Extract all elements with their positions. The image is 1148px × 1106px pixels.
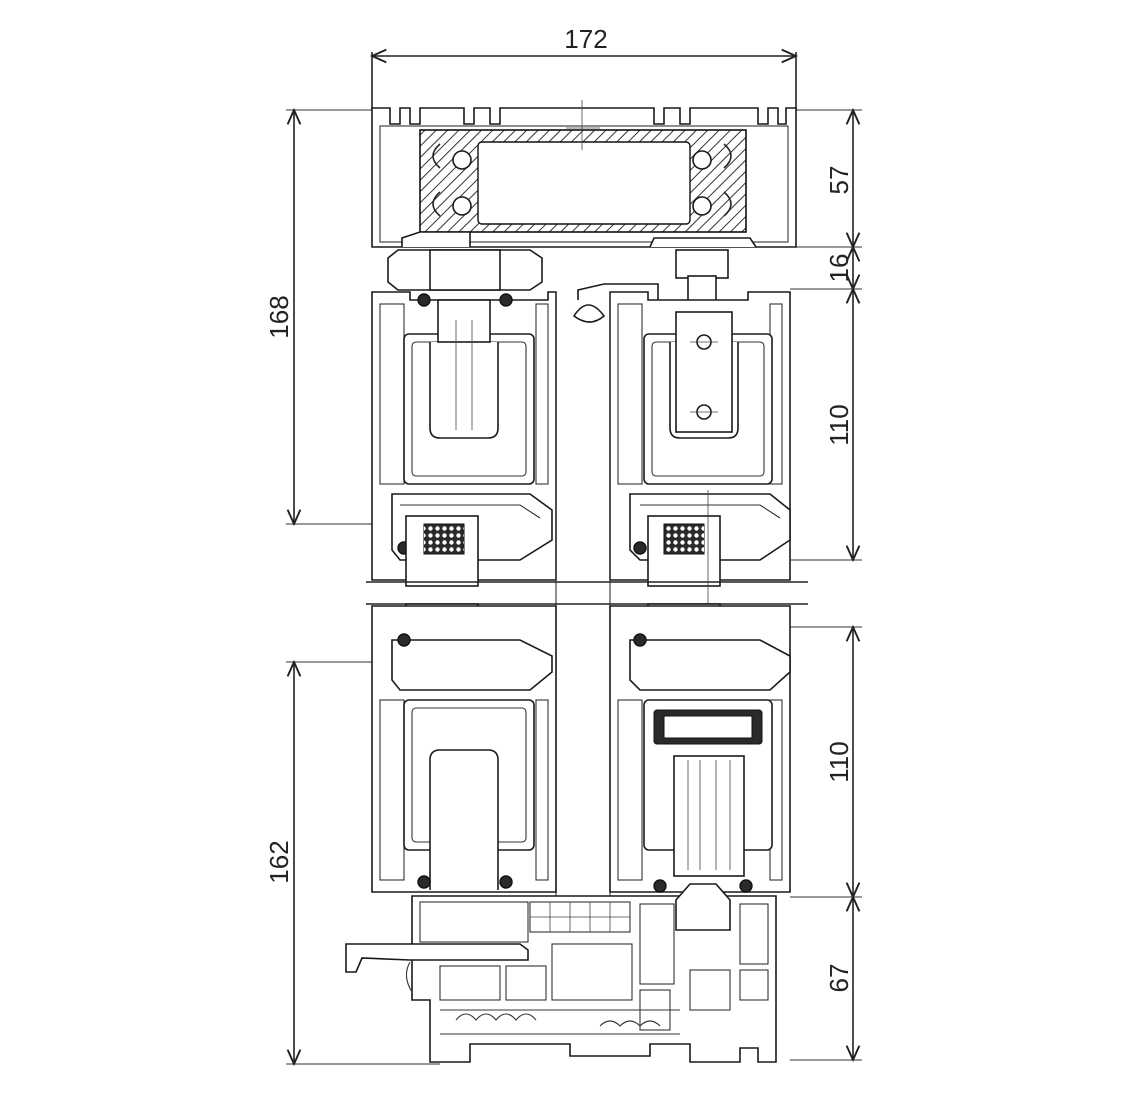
- dim-left-lower: 162: [264, 840, 294, 883]
- lower-right-sash: [609, 605, 791, 893]
- dim-sill: 67: [824, 964, 854, 993]
- dim-head-gap: 16: [824, 254, 854, 283]
- dimension-lines: [286, 52, 862, 1064]
- head-profile: [371, 100, 797, 248]
- sill-profile: [345, 883, 777, 1063]
- dim-upper-sash: 110: [824, 404, 854, 445]
- track-hardware: [387, 249, 729, 323]
- dim-overall-width: 172: [564, 24, 607, 54]
- dim-left-upper: 168: [264, 295, 294, 338]
- upper-glazing: [405, 515, 721, 587]
- dim-top-head: 57: [824, 166, 854, 195]
- upper-right-sash: [609, 291, 791, 581]
- upper-left-sash: [371, 291, 557, 581]
- dimension-labels: 172 57 16 110 110 67 168 162: [264, 24, 854, 992]
- dim-lower-sash: 110: [824, 741, 854, 782]
- lower-left-sash: [371, 605, 557, 893]
